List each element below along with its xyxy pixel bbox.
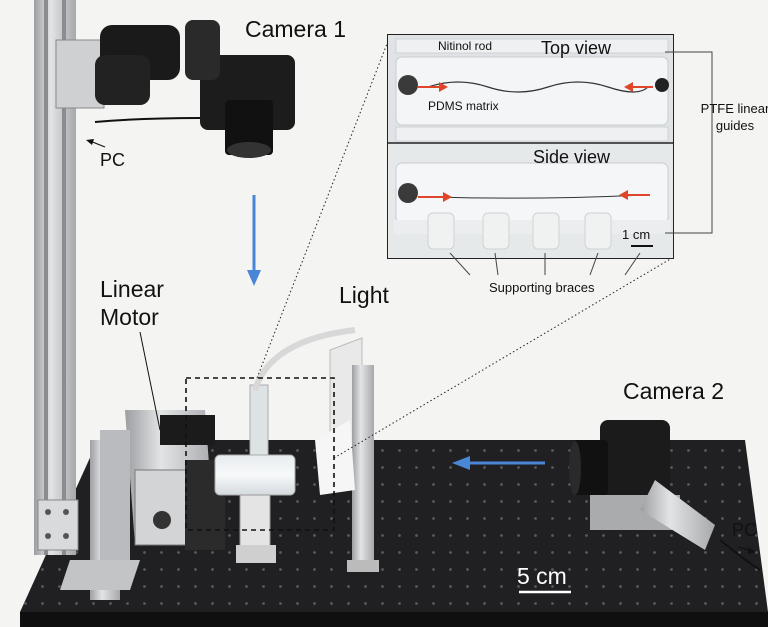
linear-motor-line2: Motor xyxy=(100,304,159,330)
linear-motor-label: Linear Motor xyxy=(100,275,164,331)
nitinol-rod-label: Nitinol rod xyxy=(438,39,493,53)
inset-photo xyxy=(388,35,673,258)
ptfe-line2: guides xyxy=(715,118,755,133)
camera-2-label: Camera 2 xyxy=(623,378,724,404)
side-view-label: Side view xyxy=(533,147,611,167)
camera-2 xyxy=(569,420,761,571)
sample-holder xyxy=(214,327,356,563)
blue-arrow-left xyxy=(452,456,545,470)
camera-1-label: Camera 1 xyxy=(245,16,346,42)
ptfe-line1: PTFE linear xyxy=(700,101,768,116)
pc-label-top: PC xyxy=(100,150,126,170)
pc-label-right: PC xyxy=(732,520,758,540)
zoom-line-upper xyxy=(256,35,391,379)
inset-panel: Nitinol rod Top view PDMS matrix Side vi… xyxy=(387,34,674,259)
zoom-line-lower xyxy=(333,257,673,459)
pdms-matrix-label: PDMS matrix xyxy=(428,99,499,113)
dashed-region-box xyxy=(185,377,335,531)
scale-label-5cm: 5 cm xyxy=(517,563,567,589)
linear-motor-pointer xyxy=(139,331,161,431)
linear-motor xyxy=(60,410,225,590)
light-label: Light xyxy=(339,282,389,308)
supporting-braces-label: Supporting braces xyxy=(489,280,595,295)
pc-cable-arrow-top xyxy=(86,139,106,148)
inset-scale-label: 1 cm xyxy=(622,227,651,242)
pc-cable-arrow-right xyxy=(737,546,756,554)
top-view-label: Top view xyxy=(541,38,612,58)
camera-1 xyxy=(94,20,295,158)
linear-motor-line1: Linear xyxy=(100,276,164,302)
blue-arrow-down xyxy=(247,195,261,286)
ptfe-linear-guides-label: PTFE linear guides xyxy=(700,100,768,134)
